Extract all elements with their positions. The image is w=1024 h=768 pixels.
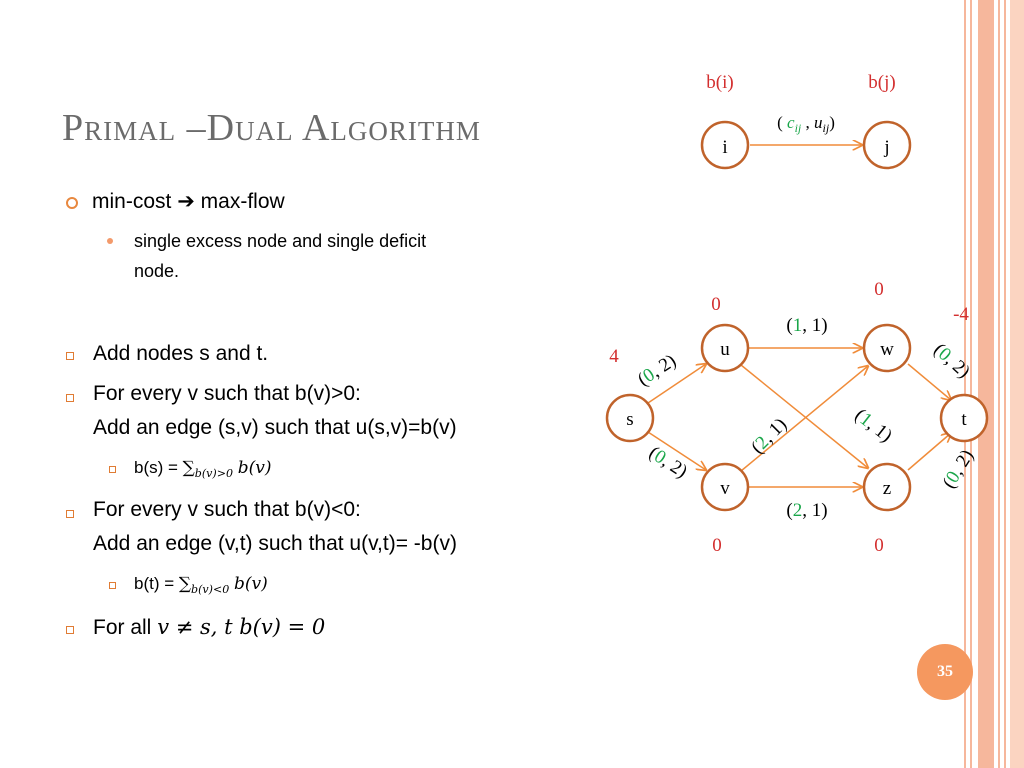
stripe bbox=[1010, 0, 1024, 768]
bullet-line: Add an edge (v,t) such that u(v,t)= -b(v… bbox=[93, 532, 457, 555]
edge-capacity: , 1) bbox=[802, 500, 827, 521]
square-bullet-icon bbox=[109, 466, 116, 473]
edge-cost: 1 bbox=[793, 315, 803, 336]
supply-w: 0 bbox=[874, 279, 884, 300]
sum-expression: b(v) bbox=[233, 574, 268, 594]
supply-u: 0 bbox=[711, 294, 721, 315]
stripe bbox=[970, 0, 972, 768]
ring-bullet-icon bbox=[66, 197, 78, 209]
stripe bbox=[978, 0, 994, 768]
right-arrow-icon: ➔ bbox=[177, 190, 195, 213]
square-bullet-icon bbox=[66, 394, 74, 402]
bullet-positive-supply: For every v such that b(v)>0: Add an edg… bbox=[93, 382, 457, 445]
edge-capacity: , 1) bbox=[802, 315, 827, 336]
edge-w-t bbox=[907, 363, 951, 400]
stripe bbox=[964, 0, 966, 768]
formula-prefix: b(s) = bbox=[134, 458, 183, 477]
edge-v-w bbox=[740, 366, 868, 472]
sum-expression: b(v) bbox=[237, 458, 272, 478]
sub-bullet-line: single excess node and single deficit bbox=[134, 231, 427, 251]
min-cost-text: min-cost bbox=[92, 190, 172, 213]
supply-t: -4 bbox=[953, 304, 969, 325]
sum-subscript: b(v)<0 bbox=[191, 583, 230, 596]
formula-b-s: b(s) = ∑b(v)>0 b(v) bbox=[134, 458, 272, 480]
legend-separator: , bbox=[801, 113, 814, 132]
node-s bbox=[605, 393, 655, 443]
node-w-label: w bbox=[880, 339, 894, 360]
bullet-min-cost-max-flow: min-cost ➔ max-flow bbox=[92, 189, 285, 214]
label-edge-w-t: (0, 2) bbox=[929, 339, 974, 382]
sum-symbol: ∑ bbox=[182, 458, 195, 478]
bullet-line: Add an edge (s,v) such that u(s,v)=b(v) bbox=[93, 416, 457, 439]
legend-capacity-subscript: ij bbox=[823, 121, 830, 135]
formula-prefix: b(t) = bbox=[134, 574, 179, 593]
max-flow-text: max-flow bbox=[200, 190, 285, 213]
node-w bbox=[862, 323, 912, 373]
edge-z-t bbox=[907, 433, 951, 471]
sub-bullet-line: node. bbox=[134, 261, 180, 281]
edge-label-paren: ( bbox=[786, 500, 792, 521]
legend-node-j bbox=[862, 120, 912, 170]
formula-b-t: b(t) = ∑b(v)<0 b(v) bbox=[134, 574, 268, 596]
for-all-text: For all bbox=[93, 616, 158, 639]
legend-paren: ) bbox=[829, 113, 835, 132]
decorative-stripes bbox=[964, 0, 1024, 768]
legend-cost-symbol: c bbox=[787, 113, 795, 132]
legend-node-i-label: i bbox=[722, 137, 727, 158]
edge-s-u bbox=[647, 364, 706, 404]
legend-paren: ( bbox=[777, 113, 787, 132]
label-edge-u-w: (1, 1) bbox=[786, 315, 827, 336]
square-bullet-icon bbox=[66, 626, 74, 634]
edge-cost: 2 bbox=[793, 500, 803, 521]
bullet-line: For every v such that b(v)<0: bbox=[93, 498, 361, 521]
stripe bbox=[1004, 0, 1006, 768]
node-t bbox=[939, 393, 989, 443]
node-u bbox=[700, 323, 750, 373]
legend-node-i bbox=[700, 120, 750, 170]
legend-capacity-symbol: u bbox=[814, 113, 823, 132]
label-edge-v-w: (2, 1) bbox=[747, 414, 791, 458]
legend-edge-label: ( cij , uij) bbox=[777, 113, 835, 135]
node-z bbox=[862, 462, 912, 512]
supply-z: 0 bbox=[874, 535, 884, 556]
bullet-negative-supply: For every v such that b(v)<0: Add an edg… bbox=[93, 498, 457, 561]
supply-v: 0 bbox=[712, 535, 722, 556]
stripe bbox=[998, 0, 1000, 768]
label-edge-z-t: (0, 2) bbox=[939, 446, 979, 492]
node-u-label: u bbox=[720, 339, 730, 360]
edge-label-paren: ( bbox=[786, 315, 792, 336]
sum-subscript: b(v)>0 bbox=[194, 467, 234, 480]
node-s-label: s bbox=[626, 409, 633, 430]
page-number-badge: 35 bbox=[917, 644, 973, 700]
label-edge-v-z: (2, 1) bbox=[786, 500, 827, 521]
square-bullet-icon bbox=[66, 352, 74, 360]
supply-s: 4 bbox=[609, 346, 619, 367]
square-bullet-icon bbox=[109, 582, 116, 589]
node-v-label: v bbox=[720, 478, 730, 499]
legend-supply-i: b(i) bbox=[706, 72, 733, 93]
sum-symbol: ∑ bbox=[178, 574, 192, 594]
bullet-line: For every v such that b(v)>0: bbox=[93, 382, 361, 405]
slide-title: Primal –Dual Algorithm bbox=[62, 107, 481, 149]
for-all-math: v ≠ s, t b(v) = 0 bbox=[157, 615, 326, 639]
node-v bbox=[700, 462, 750, 512]
node-t-label: t bbox=[961, 409, 967, 430]
label-edge-u-z: (1, 1) bbox=[851, 405, 896, 447]
node-z-label: z bbox=[883, 478, 891, 499]
label-edge-s-u: (0, 2) bbox=[634, 350, 680, 390]
sub-bullet-single-excess: single excess node and single deficit no… bbox=[134, 226, 426, 286]
dot-bullet-icon bbox=[107, 238, 113, 244]
label-edge-s-v: (0, 2) bbox=[645, 442, 691, 482]
legend-supply-j: b(j) bbox=[868, 72, 895, 93]
bullet-for-all: For all v ≠ s, t b(v) = 0 bbox=[93, 615, 325, 640]
legend-cost-subscript: ij bbox=[795, 121, 802, 135]
bullet-add-nodes: Add nodes s and t. bbox=[93, 342, 269, 365]
edge-s-v bbox=[647, 431, 706, 470]
square-bullet-icon bbox=[66, 510, 74, 518]
edge-u-z bbox=[740, 364, 868, 468]
legend-node-j-label: j bbox=[883, 137, 889, 158]
